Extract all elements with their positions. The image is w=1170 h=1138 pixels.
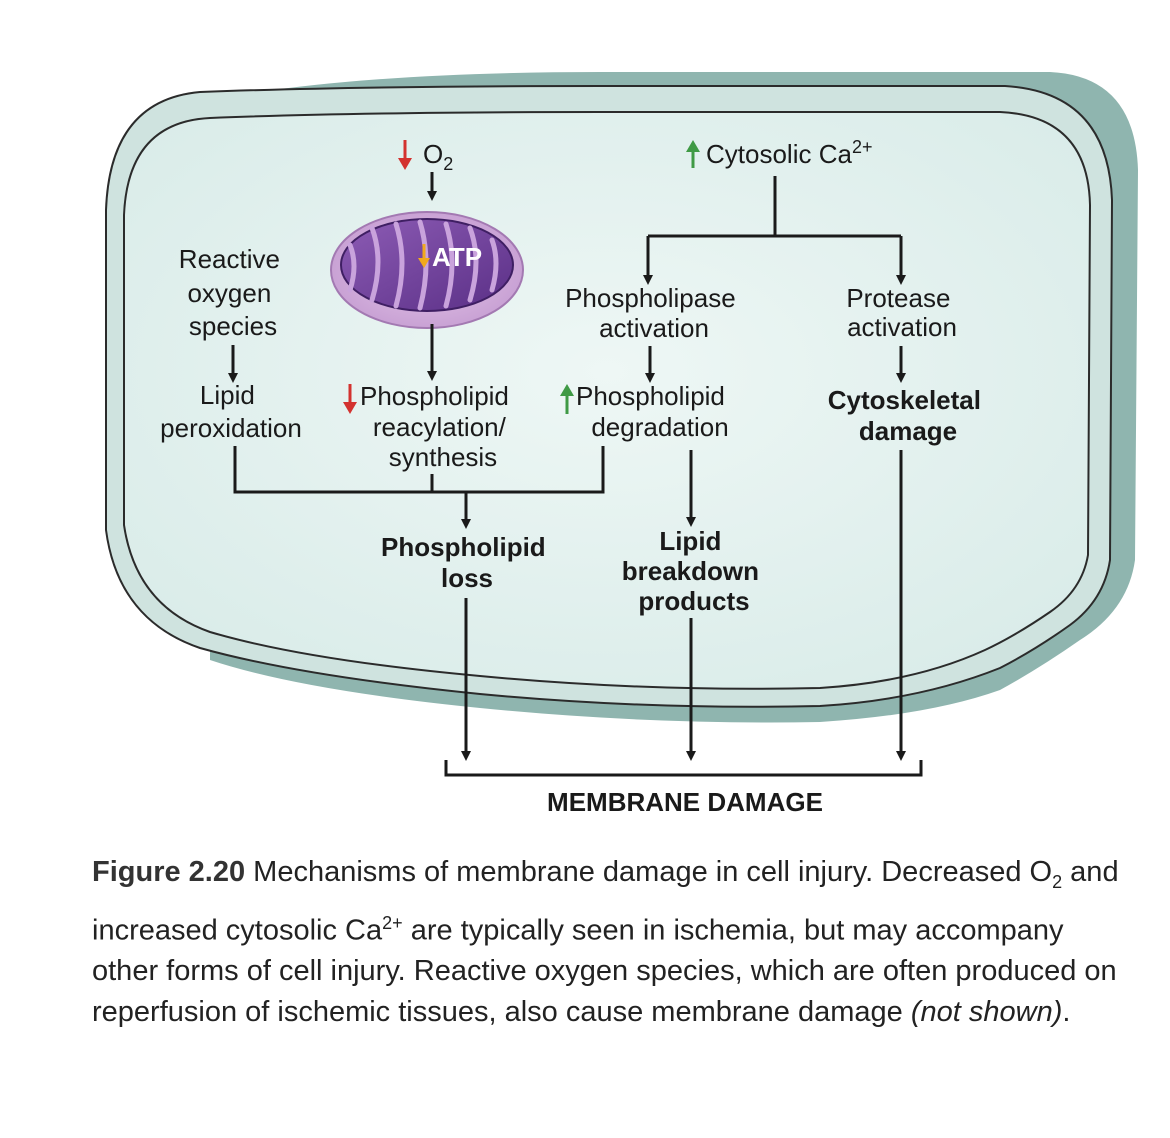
mitochondrion: [330, 211, 524, 329]
cytosolic-ca-label: Cytosolic Ca2+: [706, 137, 872, 169]
flow-connectors: [228, 172, 923, 777]
phospholipase-activation-label: Phospholipase activation: [565, 283, 743, 343]
degradation-increase-arrow-icon: [560, 384, 574, 414]
caption-end: .: [1062, 996, 1071, 1029]
ca-increase-arrow-icon: [686, 140, 700, 168]
atp-label: ATP: [432, 242, 482, 272]
figure-number: Figure 2.20: [92, 856, 246, 888]
caption-text-3: are typically seen in ischemia, but may …: [92, 914, 1117, 1029]
caption-sup-1: 2+: [382, 912, 403, 933]
lipid-peroxidation-label: Lipid peroxidation: [160, 380, 302, 443]
lipid-breakdown-products-label: Lipid breakdown products: [622, 526, 766, 616]
phospholipid-reacylation-label: Phospholipid reacylation/ synthesis: [360, 381, 516, 472]
membrane-damage-diagram: ATP O2 Cytosolic Ca2+ Reactive oxygen sp…: [105, 72, 1138, 817]
reactive-oxygen-species-label: Reactive oxygen species: [179, 244, 287, 341]
caption-text-1: Mechanisms of membrane damage in cell in…: [245, 856, 1053, 888]
membrane-damage-label: MEMBRANE DAMAGE: [547, 787, 823, 817]
cytoskeletal-damage-label: Cytoskeletal damage: [828, 385, 988, 446]
o2-label: O2: [423, 139, 453, 174]
phospholipid-loss-label: Phospholipid loss: [381, 532, 553, 593]
atp-decrease-arrow-icon: [418, 244, 430, 268]
caption-sub-1: 2: [1052, 871, 1063, 892]
protease-activation-label: Protease activation: [846, 283, 957, 342]
caption-not-shown: (not shown): [910, 996, 1063, 1029]
o2-decrease-arrow-icon: [398, 140, 412, 170]
phospholipid-degradation-label: Phospholipid degradation: [576, 381, 732, 442]
caption-text-2: and increased cytosolic Ca: [92, 856, 1119, 947]
figure-caption: Figure 2.20 Mechanisms of membrane damag…: [92, 852, 1132, 1033]
reacylation-decrease-arrow-icon: [343, 384, 357, 414]
